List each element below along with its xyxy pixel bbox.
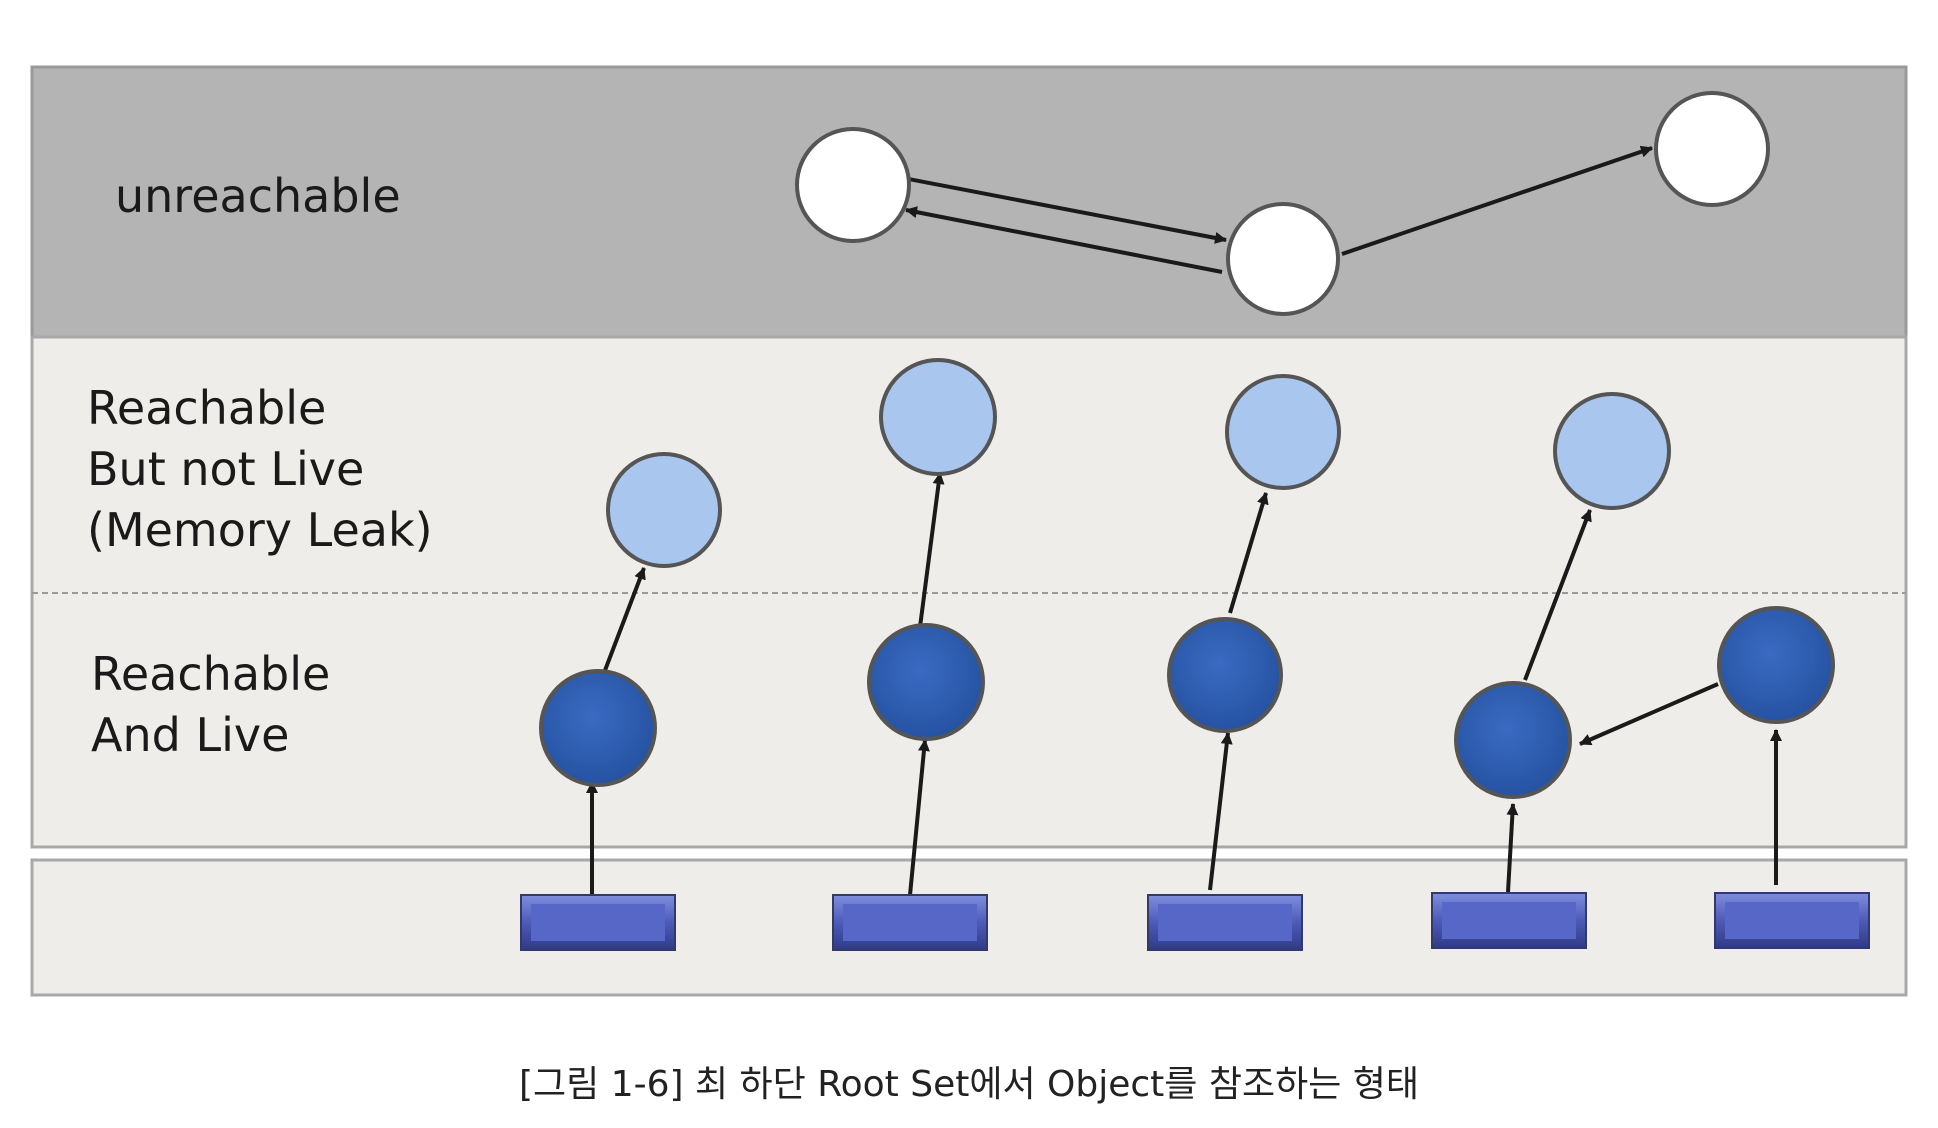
figure-caption: [그림 1-6] 최 하단 Root Set에서 Object를 참조하는 형태 bbox=[519, 1064, 1419, 1105]
live-object-5 bbox=[1717, 606, 1835, 724]
live-objects bbox=[539, 606, 1835, 799]
live-object-3 bbox=[1167, 617, 1283, 733]
leak-object-2 bbox=[879, 358, 997, 476]
unreachable-band bbox=[30, 65, 1908, 339]
arrow-root2-to-live2 bbox=[908, 739, 930, 896]
root-object-2 bbox=[832, 894, 988, 951]
root-object-3 bbox=[1147, 894, 1303, 951]
leak-label-line-3: (Memory Leak) bbox=[87, 503, 433, 557]
arrow-unreach-a-to-b bbox=[871, 170, 1227, 244]
live-object-2 bbox=[867, 623, 985, 741]
leak-object-4 bbox=[1553, 392, 1671, 510]
root-object-4 bbox=[1431, 892, 1587, 949]
unreachable-object-a bbox=[795, 127, 911, 243]
arrow-live3-to-leak3 bbox=[1228, 492, 1269, 614]
root-object-1 bbox=[520, 894, 676, 951]
arrow-root4-to-live4 bbox=[1506, 803, 1519, 893]
leak-object-3 bbox=[1225, 374, 1341, 490]
unreachable-object-b bbox=[1226, 202, 1340, 316]
live-label-line-2: And Live bbox=[91, 708, 289, 762]
leak-objects bbox=[606, 358, 1671, 568]
leak-label-line-1: Reachable bbox=[87, 381, 326, 435]
arrow-live4-to-leak4 bbox=[1523, 509, 1592, 681]
live-object-1 bbox=[539, 669, 657, 787]
arrow-live1-to-leak1 bbox=[602, 567, 646, 674]
arrow-unreach-b-to-c bbox=[1341, 145, 1653, 256]
live-object-4 bbox=[1454, 681, 1572, 799]
arrow-live2-to-leak2 bbox=[918, 472, 945, 628]
root-object-5 bbox=[1714, 892, 1870, 949]
unreachable-objects bbox=[795, 91, 1770, 316]
root-set-objects bbox=[520, 892, 1870, 951]
leak-label-line-2: But not Live bbox=[87, 442, 364, 496]
leak-object-1 bbox=[606, 452, 722, 568]
unreachable-object-c bbox=[1654, 91, 1770, 207]
unreachable-label: unreachable bbox=[115, 169, 401, 223]
arrow-root3-to-live3 bbox=[1208, 732, 1233, 891]
reference-arrows bbox=[586, 145, 1782, 896]
arrow-unreach-b-to-a bbox=[905, 206, 1223, 274]
arrow-live5-to-live4 bbox=[1579, 682, 1719, 746]
live-label-line-1: Reachable bbox=[91, 647, 330, 701]
